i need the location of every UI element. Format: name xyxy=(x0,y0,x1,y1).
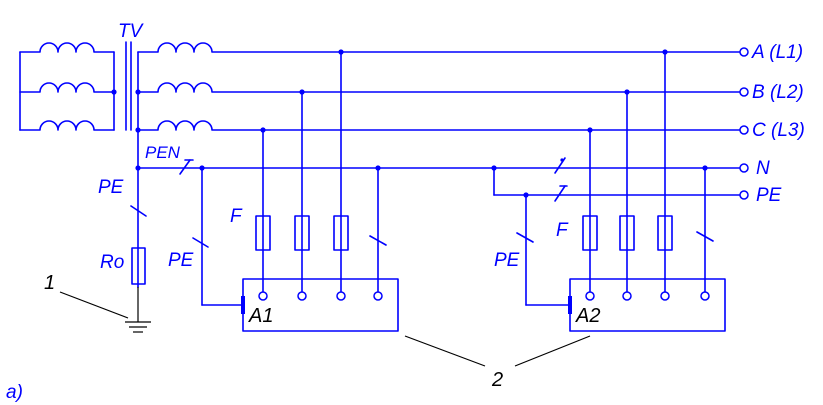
primary-windings xyxy=(19,42,117,131)
pe-right-line xyxy=(493,167,741,202)
figure-tag-label: a) xyxy=(6,382,23,403)
transformer-label: TV xyxy=(118,21,145,42)
phase-a-label: A (L1) xyxy=(751,42,803,63)
phase-b-label: B (L2) xyxy=(752,82,804,103)
callout-1-label: 1 xyxy=(44,272,55,294)
neutral-label: N xyxy=(756,158,770,179)
pen-label: PEN xyxy=(145,143,181,162)
ground-resistor-label: Ro xyxy=(100,252,124,273)
consumer-a2 xyxy=(516,49,726,332)
callout-2-leaders xyxy=(404,335,591,367)
pe-a2-label: PE xyxy=(494,250,520,271)
ground-symbol xyxy=(59,287,151,333)
pe-ground-label: PE xyxy=(98,177,124,198)
pe-right-label: PE xyxy=(756,185,782,206)
line-terminals xyxy=(739,47,749,200)
consumer-a1 xyxy=(192,49,399,332)
pe-a1-label: PE xyxy=(168,250,194,271)
pen-line xyxy=(135,157,741,175)
device-a2-label: A2 xyxy=(575,305,600,327)
transformer-core xyxy=(125,41,132,131)
phase-c-label: C (L3) xyxy=(752,120,805,141)
callout-2-label: 2 xyxy=(491,369,503,391)
fuse-a2-label: F xyxy=(556,220,569,241)
secondary-windings xyxy=(135,42,741,288)
fuse-a1-label: F xyxy=(230,206,243,227)
device-a1-label: A1 xyxy=(248,305,273,327)
